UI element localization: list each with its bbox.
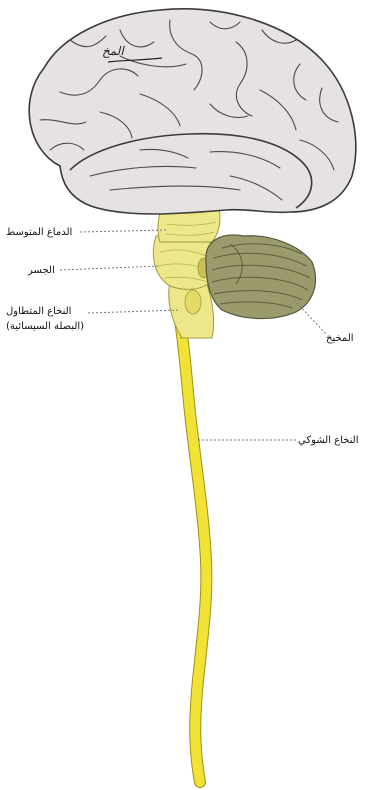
label-medulla-line2: (البصلة السيسائية)	[6, 320, 84, 333]
label-medulla-line1: النخاع المتطاول	[6, 305, 71, 318]
leader-medulla	[88, 310, 180, 313]
label-pons: الجسر	[28, 264, 55, 277]
label-midbrain: الدماغ المتوسط	[6, 226, 72, 239]
label-spinal-cord: النخاع الشوكي	[298, 434, 359, 447]
spinal-cord	[180, 320, 212, 782]
cerebellum	[206, 235, 316, 319]
cerebrum	[29, 9, 356, 214]
leader-midbrain	[80, 230, 166, 232]
leader-pons	[60, 266, 160, 270]
label-cerebellum: المخيخ	[326, 332, 354, 345]
label-brain: المخ	[102, 44, 124, 58]
